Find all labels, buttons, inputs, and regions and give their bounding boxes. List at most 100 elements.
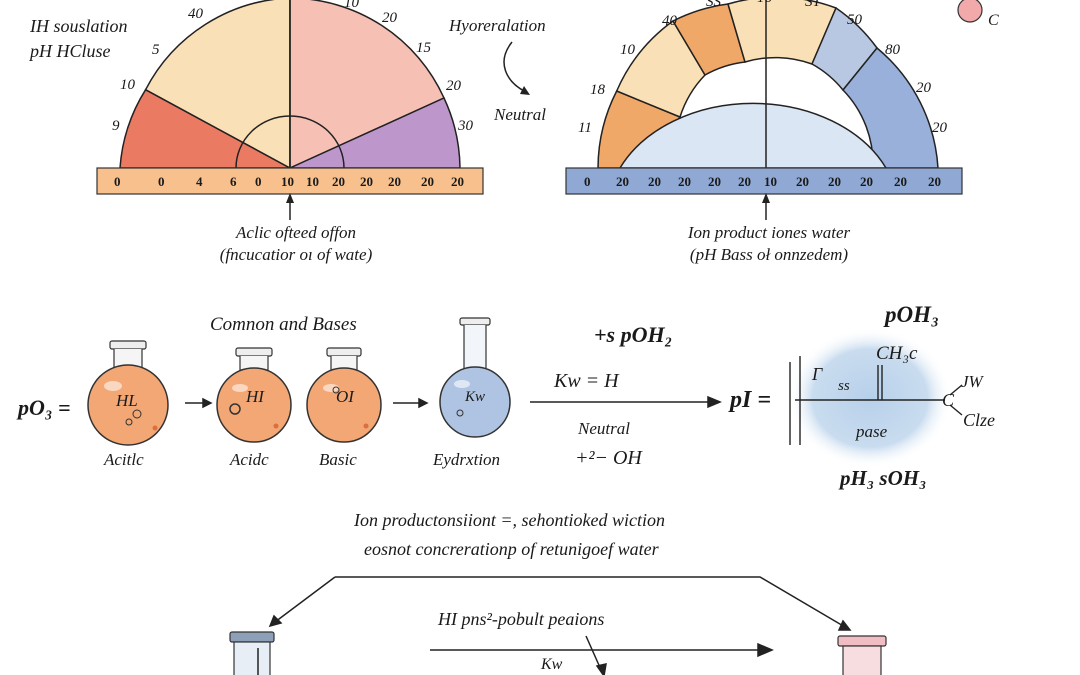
equation-neutral: Neutral bbox=[578, 419, 630, 438]
left-gauge-title-line-1: IH souslation bbox=[30, 16, 128, 36]
left-gauge-pink-sector bbox=[289, 0, 445, 170]
bottom-kw-label: Kw bbox=[541, 656, 563, 673]
c-label: C bbox=[942, 390, 955, 410]
left-gauge-scale-bar bbox=[96, 167, 484, 195]
ph3-soh3-label: pH₃ sOH₃ bbox=[840, 466, 927, 490]
curved-arrow bbox=[503, 41, 527, 93]
left-outer-label: 10 bbox=[120, 77, 135, 93]
flask-acid-1 bbox=[87, 340, 169, 446]
left-gauge-caption: Aclic ofteed offon (fncucatior oı of wat… bbox=[196, 222, 396, 266]
hyper-label: Hyoreralation bbox=[449, 16, 546, 35]
flask-base bbox=[306, 347, 382, 443]
corner-c-label: C bbox=[988, 12, 999, 29]
right-outer-label: 10 bbox=[620, 42, 635, 58]
poh3-label: pOH₃ bbox=[885, 302, 940, 327]
right-outer-label: SS bbox=[706, 0, 721, 10]
note-line-2: eosnot concrerationp of retunigoef water bbox=[364, 539, 659, 559]
note-line-1: Ion productonsiiont =, sehontioked wicti… bbox=[354, 510, 665, 530]
flask-hydration bbox=[439, 317, 511, 438]
right-scale-tick: 20 bbox=[828, 174, 841, 189]
left-scale-tick: 0 bbox=[255, 174, 262, 189]
left-scale-tick: 10 bbox=[281, 174, 294, 189]
jw-label: JW bbox=[961, 372, 983, 391]
right-scale-tick: 20 bbox=[678, 174, 691, 189]
right-outer-label: 50 bbox=[847, 12, 862, 28]
left-scale-tick: 20 bbox=[388, 174, 401, 189]
right-outer-label: 80 bbox=[885, 42, 900, 58]
right-scale-tick: 20 bbox=[796, 174, 809, 189]
left-outer-label: 10 bbox=[344, 0, 359, 11]
left-gauge-title-line-2: pH HCluse bbox=[30, 41, 111, 61]
left-scale-tick: 4 bbox=[196, 174, 203, 189]
left-caption-line-2: (fncucatior oı of wate) bbox=[219, 245, 373, 264]
right-scale-tick: 20 bbox=[928, 174, 941, 189]
left-scale-tick: 20 bbox=[421, 174, 434, 189]
right-scale-tick: 0 bbox=[584, 174, 591, 189]
right-gauge-caption: Ion product iones water (pH Bass oł onnz… bbox=[644, 222, 894, 266]
left-outer-label: 30 bbox=[458, 118, 473, 134]
ch3c-label: CH₃c bbox=[876, 343, 918, 364]
left-outer-label: 5 bbox=[152, 42, 160, 58]
left-scale-tick: 10 bbox=[306, 174, 319, 189]
right-gauge-inner-dome bbox=[618, 102, 888, 169]
left-outer-label: 15 bbox=[416, 40, 431, 56]
pase-label: pase bbox=[856, 422, 888, 441]
right-outer-label: 20 bbox=[932, 120, 947, 136]
right-scale-tick: 20 bbox=[648, 174, 661, 189]
flask-caption: Acidc bbox=[230, 450, 269, 469]
right-scale-tick: 10 bbox=[764, 174, 777, 189]
flask-caption: Basic bbox=[319, 450, 357, 469]
flask-inner-label: OI bbox=[336, 387, 354, 406]
equation-bottom: +²− OH bbox=[575, 447, 642, 469]
bottom-left-tube bbox=[229, 631, 275, 675]
gamma-label: Γ bbox=[812, 364, 823, 384]
equation-pi: pI = bbox=[730, 387, 772, 413]
right-outer-label: 40 bbox=[662, 13, 677, 29]
right-gauge-scale-bar bbox=[565, 167, 963, 195]
equation-top: +s pOH₂ bbox=[594, 322, 673, 347]
left-scale-tick: 20 bbox=[332, 174, 345, 189]
right-outer-label: ST bbox=[805, 0, 821, 10]
flask-arrows bbox=[185, 395, 722, 409]
ss-label: ss bbox=[838, 378, 850, 394]
flasks-lead-formula: pO₃ = bbox=[18, 395, 71, 420]
left-caption-line-1: Aclic ofteed offon bbox=[236, 223, 356, 242]
clze-label: Clze bbox=[963, 410, 996, 430]
right-scale-tick: 20 bbox=[738, 174, 751, 189]
neutral-label: Neutral bbox=[494, 105, 546, 124]
left-outer-label: 20 bbox=[382, 10, 397, 26]
left-scale-tick: 20 bbox=[360, 174, 373, 189]
circle-panel-glow bbox=[788, 328, 952, 468]
flask-caption: Eydrxtion bbox=[433, 450, 501, 469]
bottom-right-tube bbox=[837, 635, 887, 675]
right-outer-label: 20 bbox=[916, 80, 931, 96]
right-outer-label: 11 bbox=[578, 120, 592, 136]
flask-inner-label: HL bbox=[116, 391, 138, 410]
right-caption-line-2: (pH Bass oł onnzedem) bbox=[689, 245, 849, 264]
right-outer-label: 16 bbox=[757, 0, 772, 7]
right-scale-tick: 20 bbox=[616, 174, 629, 189]
flask-acid-2 bbox=[216, 347, 292, 443]
left-scale-tick: 0 bbox=[114, 174, 121, 189]
left-scale-tick: 0 bbox=[158, 174, 165, 189]
flask-inner-label: Kw bbox=[465, 389, 486, 405]
flask-inner-label: HI bbox=[246, 387, 264, 406]
left-gauge-title: IH souslation pH HCluse bbox=[30, 14, 128, 64]
flask-caption: Acitlc bbox=[104, 450, 144, 469]
right-scale-tick: 20 bbox=[860, 174, 873, 189]
equation-kw: Kw = H bbox=[554, 370, 619, 392]
right-caption-line-1: Ion product iones water bbox=[687, 223, 851, 242]
right-scale-tick: 20 bbox=[894, 174, 907, 189]
left-outer-label: 20 bbox=[446, 78, 461, 94]
pink-sphere bbox=[957, 0, 983, 23]
circle-panel-lines bbox=[789, 356, 963, 445]
flasks-heading: Comnon and Bases bbox=[210, 314, 357, 335]
right-outer-label: 18 bbox=[590, 82, 605, 98]
left-scale-tick: 6 bbox=[230, 174, 237, 189]
left-scale-tick: 20 bbox=[451, 174, 464, 189]
bottom-arrows bbox=[268, 576, 852, 675]
left-outer-label: 9 bbox=[112, 118, 120, 134]
left-gauge-cream-sector bbox=[144, 0, 291, 170]
bottom-arrow-label: HI pns²-pobult peaions bbox=[438, 609, 605, 629]
